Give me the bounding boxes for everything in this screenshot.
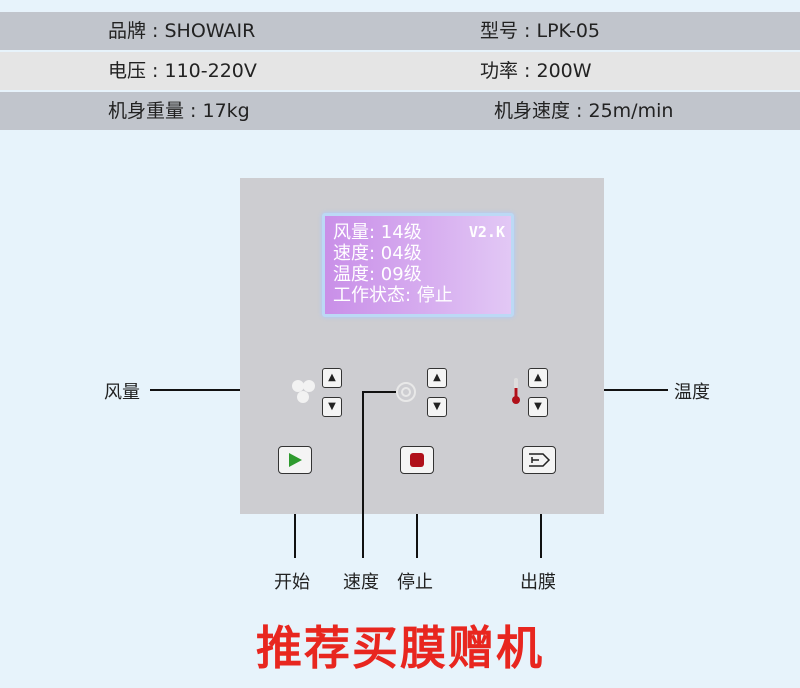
- lcd-line: 风量: 14级: [333, 222, 422, 243]
- wind-down-button[interactable]: ▼: [322, 397, 342, 417]
- thermometer-icon: [512, 378, 520, 404]
- wind-up-button[interactable]: ▲: [322, 368, 342, 388]
- play-icon: [289, 453, 302, 467]
- spec-model: 型号 : LPK-05: [480, 20, 601, 42]
- label-temp: 温度: [674, 382, 710, 403]
- temp-down-button[interactable]: ▼: [528, 397, 548, 417]
- leader-line: [604, 389, 668, 391]
- speed-icon: [396, 382, 416, 402]
- lcd-line: 速度: 04级: [333, 243, 422, 264]
- lcd-version: V2.K: [468, 223, 505, 241]
- leader-line: [362, 391, 364, 558]
- spec-row: 机身重量 : 17kg 机身速度 : 25m/min: [0, 92, 800, 130]
- stop-button[interactable]: [400, 446, 434, 474]
- spec-speed: 机身速度 : 25m/min: [494, 100, 674, 122]
- speed-up-button[interactable]: ▲: [427, 368, 447, 388]
- leader-line: [150, 389, 240, 391]
- lcd-line: 工作状态: 停止: [333, 285, 453, 306]
- start-button[interactable]: [278, 446, 312, 474]
- label-speed: 速度: [343, 572, 379, 593]
- fan-icon: [292, 380, 315, 403]
- leader-line: [416, 514, 418, 558]
- leader-line: [362, 391, 396, 393]
- label-stop: 停止: [397, 572, 433, 593]
- label-wind: 风量: [104, 382, 140, 403]
- stop-icon: [410, 453, 424, 467]
- label-film-out: 出膜: [520, 572, 556, 593]
- spec-voltage: 电压 : 110-220V: [108, 60, 257, 82]
- promo-headline: 推荐买膜赠机: [256, 621, 544, 675]
- speed-down-button[interactable]: ▼: [427, 397, 447, 417]
- spec-row: 品牌 : SHOWAIR 型号 : LPK-05: [0, 12, 800, 50]
- temp-up-button[interactable]: ▲: [528, 368, 548, 388]
- film-out-button[interactable]: [522, 446, 556, 474]
- film-out-icon: [529, 453, 551, 467]
- spec-brand: 品牌 : SHOWAIR: [108, 20, 256, 42]
- lcd-display: 风量: 14级速度: 04级温度: 09级工作状态: 停止 V2.K: [322, 213, 514, 317]
- leader-line: [294, 514, 296, 558]
- label-start: 开始: [274, 572, 310, 593]
- spec-row: 电压 : 110-220V 功率 : 200W: [0, 52, 800, 90]
- leader-line: [540, 514, 542, 558]
- spec-weight: 机身重量 : 17kg: [108, 100, 250, 122]
- lcd-line: 温度: 09级: [333, 264, 422, 285]
- spec-power: 功率 : 200W: [480, 60, 592, 82]
